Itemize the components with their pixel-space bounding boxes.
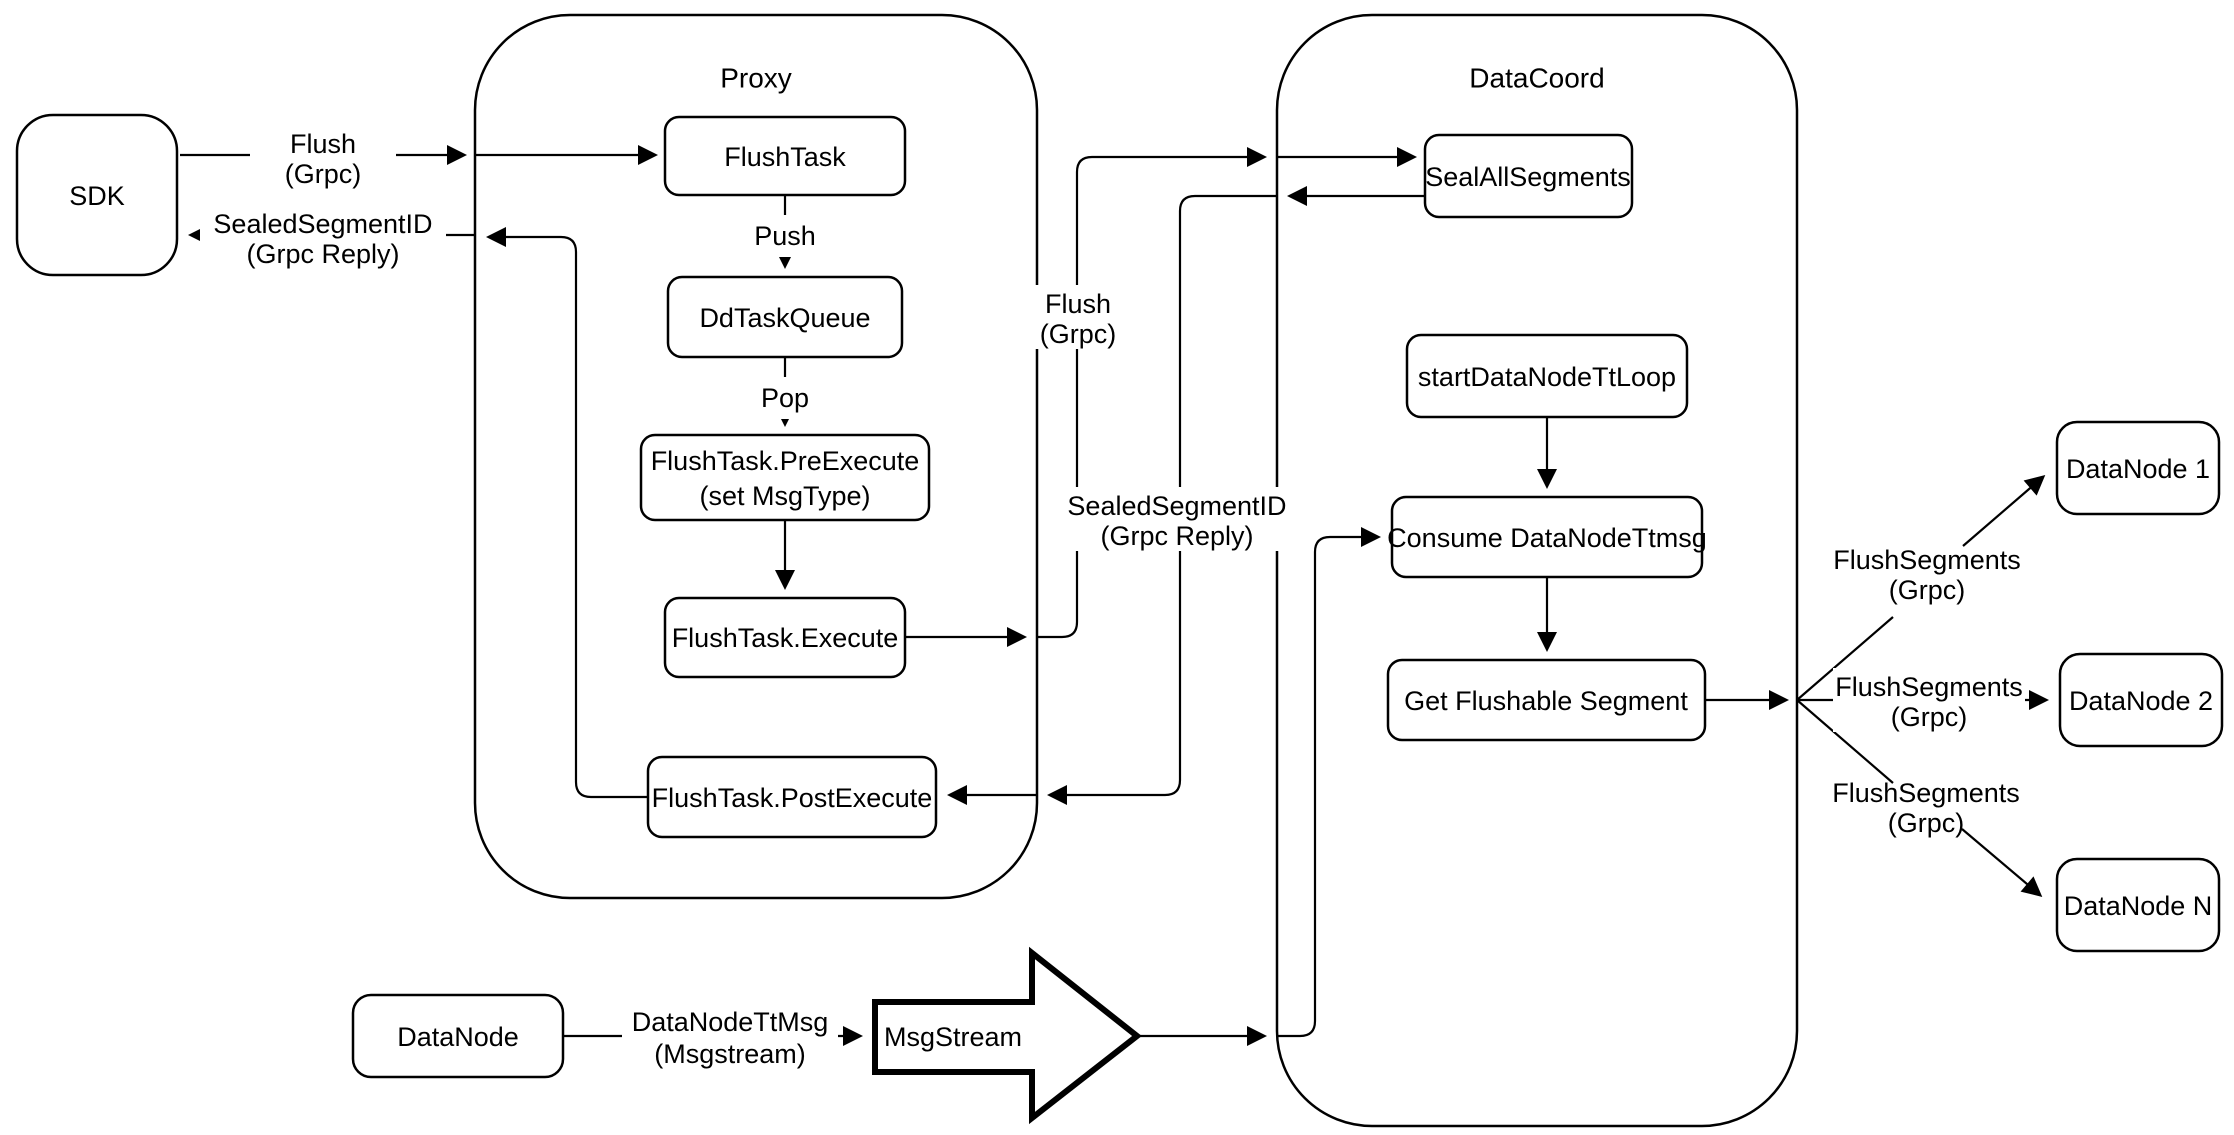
label-datanode-ttmsg-bg [622,1004,838,1068]
label-flush-sdk-line1: Flush [290,129,356,159]
get-flushable-segment-box [1386,658,1707,742]
node-datanode: DataNode [351,993,565,1079]
label-flush-segments-1: FlushSegments (Grpc) [1833,545,2021,605]
node-flush-task: FlushTask [663,115,907,197]
label-flush-mid-line1: Flush [1045,289,1111,319]
start-datanode-tt-loop-box [1405,333,1689,419]
pre-execute-label: FlushTask.PreExecute [651,446,920,476]
node-get-flushable-segment: Get Flushable Segment [1386,658,1707,742]
datanode-n-label: DataNode N [2064,891,2213,921]
label-flush-mid-bg [1006,285,1150,349]
msgstream-label: MsgStream [884,1022,1022,1052]
label-flush-sdk: Flush (Grpc) [250,126,396,189]
label-datanode-ttmsg-line1: DataNodeTtMsg [632,1007,829,1037]
label-sealed-mid-line1: SealedSegmentID [1067,491,1286,521]
seal-all-segments-label: SealAllSegments [1425,162,1631,192]
dd-task-queue-box [666,275,904,359]
edge-fan-to-datanoden-a [1796,699,1894,784]
label-flush-sdk-line2: (Grpc) [285,159,362,189]
edge-fan-to-datanode1-a [1796,616,1894,701]
node-datanode-2: DataNode 2 [2058,652,2224,748]
node-datanode-1: DataNode 1 [2055,420,2221,516]
datanode-box [351,993,565,1079]
execute-label: FlushTask.Execute [672,623,899,653]
label-push-text: Push [754,221,816,251]
label-sealed-sdk-bg [200,207,446,269]
datanode-2-box [2058,652,2224,748]
node-start-datanode-tt-loop: startDataNodeTtLoop [1405,333,1689,419]
node-execute: FlushTask.Execute [663,596,907,679]
label-push-bg [736,215,834,257]
label-sealed-mid-bg [1056,487,1298,551]
edge-proxy-to-datacoord-flush [1037,147,1267,639]
consume-datanode-ttmsg-label: Consume DataNodeTtmsg [1387,523,1707,553]
label-flush-segments-3-line1: FlushSegments [1832,778,2020,808]
node-datanode-n: DataNode N [2055,857,2221,953]
node-sdk: SDK [15,113,179,277]
node-pre-execute: FlushTask.PreExecute (set MsgType) [639,433,931,522]
label-flush-sdk-bg [250,126,396,188]
edge-postexecute-to-proxy-border [486,227,648,799]
label-sealed-mid-line2: (Grpc Reply) [1100,521,1253,551]
datanode-2-label: DataNode 2 [2069,686,2213,716]
datanode-1-box [2055,420,2221,516]
node-dd-task-queue: DdTaskQueue [666,275,904,359]
execute-box [663,596,907,679]
post-execute-box [646,755,938,839]
consume-datanode-ttmsg-box [1390,495,1704,579]
label-sealed-mid: SealedSegmentID (Grpc Reply) [1056,487,1298,551]
node-seal-all-segments: SealAllSegments [1423,133,1634,219]
label-sealed-sdk-line2: (Grpc Reply) [246,239,399,269]
label-datanode-ttmsg-line2: (Msgstream) [654,1039,806,1069]
datanode-label: DataNode [397,1022,519,1052]
label-datanode-ttmsg: DataNodeTtMsg (Msgstream) [622,1004,838,1069]
label-flush-segments-3-line2: (Grpc) [1888,808,1965,838]
seal-all-segments-box [1423,133,1634,219]
label-flush-segments-3: FlushSegments (Grpc) [1832,778,2020,838]
post-execute-label: FlushTask.PostExecute [652,783,933,813]
label-push: Push [736,215,834,257]
node-post-execute: FlushTask.PostExecute [646,755,938,839]
sdk-box [15,113,179,277]
edge-datacoord-entry-to-consume [1277,527,1381,1038]
msgstream-arrow-shape [872,946,1142,1125]
label-sealed-sdk-line1: SealedSegmentID [213,209,432,239]
edge-fan-to-datanoden-b [1961,828,2043,897]
start-datanode-tt-loop-label: startDataNodeTtLoop [1418,362,1676,392]
label-flush-mid-line2: (Grpc) [1040,319,1117,349]
dd-task-queue-label: DdTaskQueue [699,303,870,333]
proxy-container-title: Proxy [720,63,792,94]
pre-execute-sublabel: (set MsgType) [699,481,870,511]
label-flush-segments-2-line1: FlushSegments [1835,672,2023,702]
label-flush-segments-1-line2: (Grpc) [1889,575,1966,605]
label-pop-text: Pop [761,383,809,413]
flush-task-label: FlushTask [724,142,846,172]
label-sealed-sdk: SealedSegmentID (Grpc Reply) [200,207,446,269]
label-flush-mid: Flush (Grpc) [1006,285,1150,349]
edge-fan-to-datanode1-b [1962,475,2046,547]
label-flush-segments-1-line1: FlushSegments [1833,545,2021,575]
label-pop: Pop [740,377,830,419]
datacoord-container-title: DataCoord [1469,63,1604,94]
node-msgstream: MsgStream [872,946,1142,1125]
pre-execute-box [639,433,931,522]
sdk-label: SDK [69,181,125,211]
datanode-1-label: DataNode 1 [2066,454,2210,484]
datanode-n-box [2055,857,2221,953]
label-flush-segments-2: FlushSegments (Grpc) [1833,668,2025,732]
label-flush-segments-2-bg [1833,668,2025,732]
label-pop-bg [740,377,830,419]
get-flushable-segment-label: Get Flushable Segment [1404,686,1688,716]
label-flush-segments-2-line2: (Grpc) [1891,702,1968,732]
flush-task-box [663,115,907,197]
node-consume-datanode-ttmsg: Consume DataNodeTtmsg [1387,495,1707,579]
